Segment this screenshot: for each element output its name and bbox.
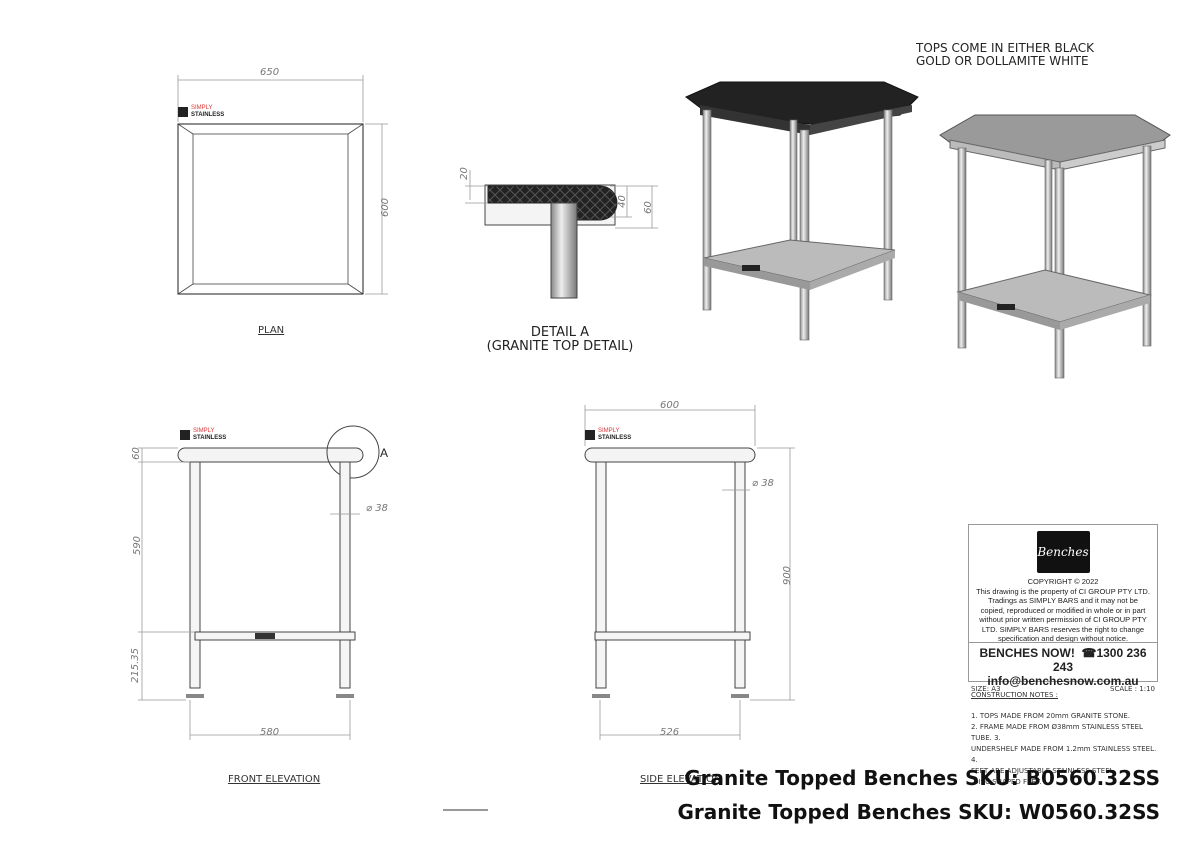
- detail-dim-20: 20: [458, 167, 470, 180]
- detail-marker: A: [380, 446, 389, 460]
- detail-a: [465, 170, 658, 299]
- front-elevation: [138, 425, 380, 740]
- note-line: 1. TOPS MADE FROM 20mm GRANITE STONE.: [971, 712, 1131, 720]
- note-line: TOPS COME IN EITHER BLACK: [916, 41, 1094, 55]
- side-width-dim: 526: [660, 727, 680, 738]
- copyright-line: COPYRIGHT © 2022: [1027, 577, 1099, 586]
- side-tube-dim: ⌀ 38: [752, 478, 774, 489]
- plan-label: PLAN: [258, 325, 285, 336]
- email-link[interactable]: info@benchesnow.com.au: [987, 674, 1139, 688]
- detail-title: DETAIL A: [530, 325, 590, 340]
- front-dim-215: 215.35: [130, 648, 141, 683]
- notes-heading: CONSTRUCTION NOTES :: [971, 691, 1059, 699]
- detail-dim-60: 60: [642, 201, 654, 214]
- side-elevation: [584, 405, 795, 740]
- logo-icon: [178, 107, 188, 117]
- front-dim-60: 60: [130, 447, 142, 460]
- note-line: UNDERSHELF MADE FROM 1.2mm STAINLESS STE…: [971, 745, 1157, 764]
- sheet-size: SIZE: A3: [971, 685, 1001, 693]
- note-line: DISC SHAPED FEET.: [971, 778, 1042, 786]
- logo-line2: STAINLESS: [193, 435, 227, 441]
- plan-width-dim: 650: [260, 67, 280, 78]
- detail-subtitle: (GRANITE TOP DETAIL): [486, 339, 634, 354]
- front-width-dim: 580: [260, 727, 280, 738]
- construction-notes: CONSTRUCTION NOTES : 1. TOPS MADE FROM 2…: [971, 690, 1161, 788]
- detail-caption: DETAIL A (GRANITE TOP DETAIL): [460, 326, 660, 354]
- bench-black-3d: [685, 81, 919, 341]
- front-elevation-label: FRONT ELEVATION: [228, 774, 321, 785]
- sheet-scale: SCALE : 1:10: [1110, 685, 1155, 693]
- sku-title-black: Granite Topped Benches SKU: B0560.32SS: [684, 766, 1160, 790]
- copyright-body: This drawing is the property of CI GROUP…: [976, 586, 1150, 644]
- logo-text: Benches: [1037, 545, 1089, 559]
- detail-dim-40: 40: [616, 195, 628, 208]
- top-colour-note: TOPS COME IN EITHER BLACK GOLD OR DOLLAM…: [916, 42, 1094, 68]
- front-tube-dim: ⌀ 38: [366, 503, 388, 514]
- side-height-dim: 900: [782, 565, 794, 586]
- side-top-dim: 600: [660, 400, 680, 411]
- front-dim-590: 590: [132, 535, 144, 556]
- title-block: Benches COPYRIGHT © 2022 This drawing is…: [968, 524, 1158, 688]
- logo-line2: STAINLESS: [191, 112, 225, 118]
- copyright-text: COPYRIGHT © 2022 This drawing is the pro…: [969, 577, 1157, 644]
- benches-logo: Benches: [1036, 531, 1090, 573]
- phone-number[interactable]: ☎1300 236 243: [1052, 646, 1147, 674]
- logo-line2: STAINLESS: [598, 435, 632, 441]
- note-line: FEET ARE ADJUSTABLE STAINLESS STEEL: [971, 767, 1114, 775]
- note-line: 2. FRAME MADE FROM Ø38mm STAINLESS STEEL…: [971, 723, 1143, 742]
- plan-depth-dim: 600: [380, 197, 392, 218]
- plan-view: [177, 75, 388, 295]
- sku-title-white: Granite Topped Benches SKU: W0560.32SS: [677, 800, 1160, 824]
- bench-white-3d: [939, 114, 1171, 379]
- logo-line1: SIMPLY: [598, 428, 620, 434]
- logo-line1: SIMPLY: [193, 428, 215, 434]
- side-elevation-label: SIDE ELEVATION: [640, 774, 722, 785]
- logo-icon: [180, 430, 190, 440]
- note-line: GOLD OR DOLLAMITE WHITE: [916, 54, 1089, 68]
- logo-icon: [585, 430, 595, 440]
- company-name: BENCHES NOW!: [979, 646, 1075, 660]
- contact-info: BENCHES NOW! ☎1300 236 243 info@benchesn…: [969, 642, 1157, 688]
- logo-line1: SIMPLY: [191, 105, 213, 111]
